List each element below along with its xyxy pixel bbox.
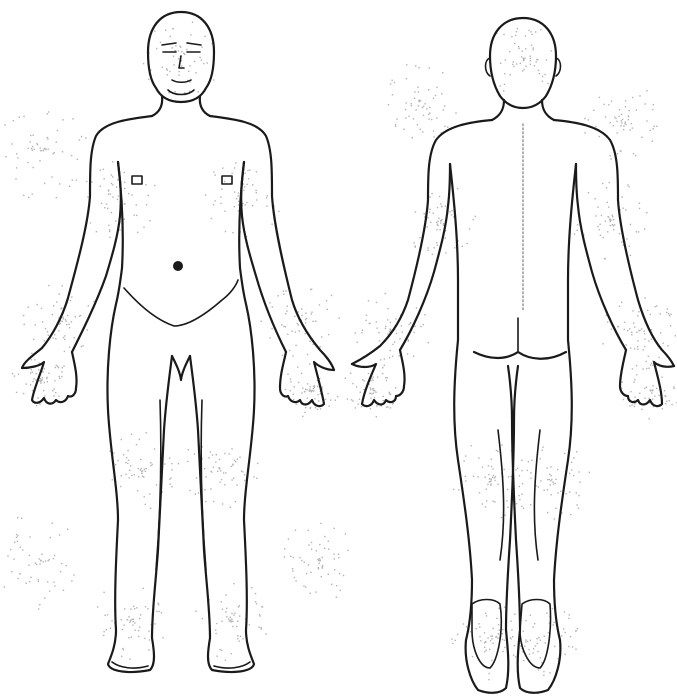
back-view bbox=[352, 18, 674, 693]
front-right-foot bbox=[214, 662, 250, 668]
back-left-hand bbox=[352, 350, 405, 406]
back-right-hand bbox=[620, 350, 674, 406]
front-pelvis-line bbox=[124, 280, 238, 326]
back-left-calf bbox=[498, 430, 504, 560]
front-brow-right bbox=[187, 43, 201, 45]
back-right-torso bbox=[508, 164, 576, 693]
front-left-hand bbox=[22, 352, 77, 404]
back-right-calf bbox=[534, 430, 540, 560]
front-view bbox=[22, 12, 334, 672]
front-right-leg-inner bbox=[201, 400, 206, 570]
back-neck-left bbox=[492, 100, 504, 120]
back-gluteal-crease bbox=[474, 352, 566, 359]
front-right-inner-arm bbox=[241, 162, 286, 352]
front-right-shoulder-arm bbox=[210, 116, 334, 370]
back-left-heel bbox=[472, 600, 501, 669]
back-neck-right bbox=[542, 100, 554, 120]
front-crotch bbox=[172, 356, 190, 380]
back-left-torso bbox=[450, 164, 518, 693]
front-neck-left bbox=[152, 96, 162, 116]
front-nipple-left bbox=[132, 176, 142, 184]
front-left-foot bbox=[112, 662, 148, 668]
front-brow-left bbox=[162, 43, 176, 45]
back-right-heel bbox=[520, 600, 551, 669]
front-neck-right bbox=[200, 96, 210, 116]
front-navel bbox=[173, 261, 183, 271]
back-left-inner-arm bbox=[400, 164, 450, 350]
back-left-shoulder-arm bbox=[352, 120, 492, 364]
scan-noise bbox=[0, 22, 677, 681]
